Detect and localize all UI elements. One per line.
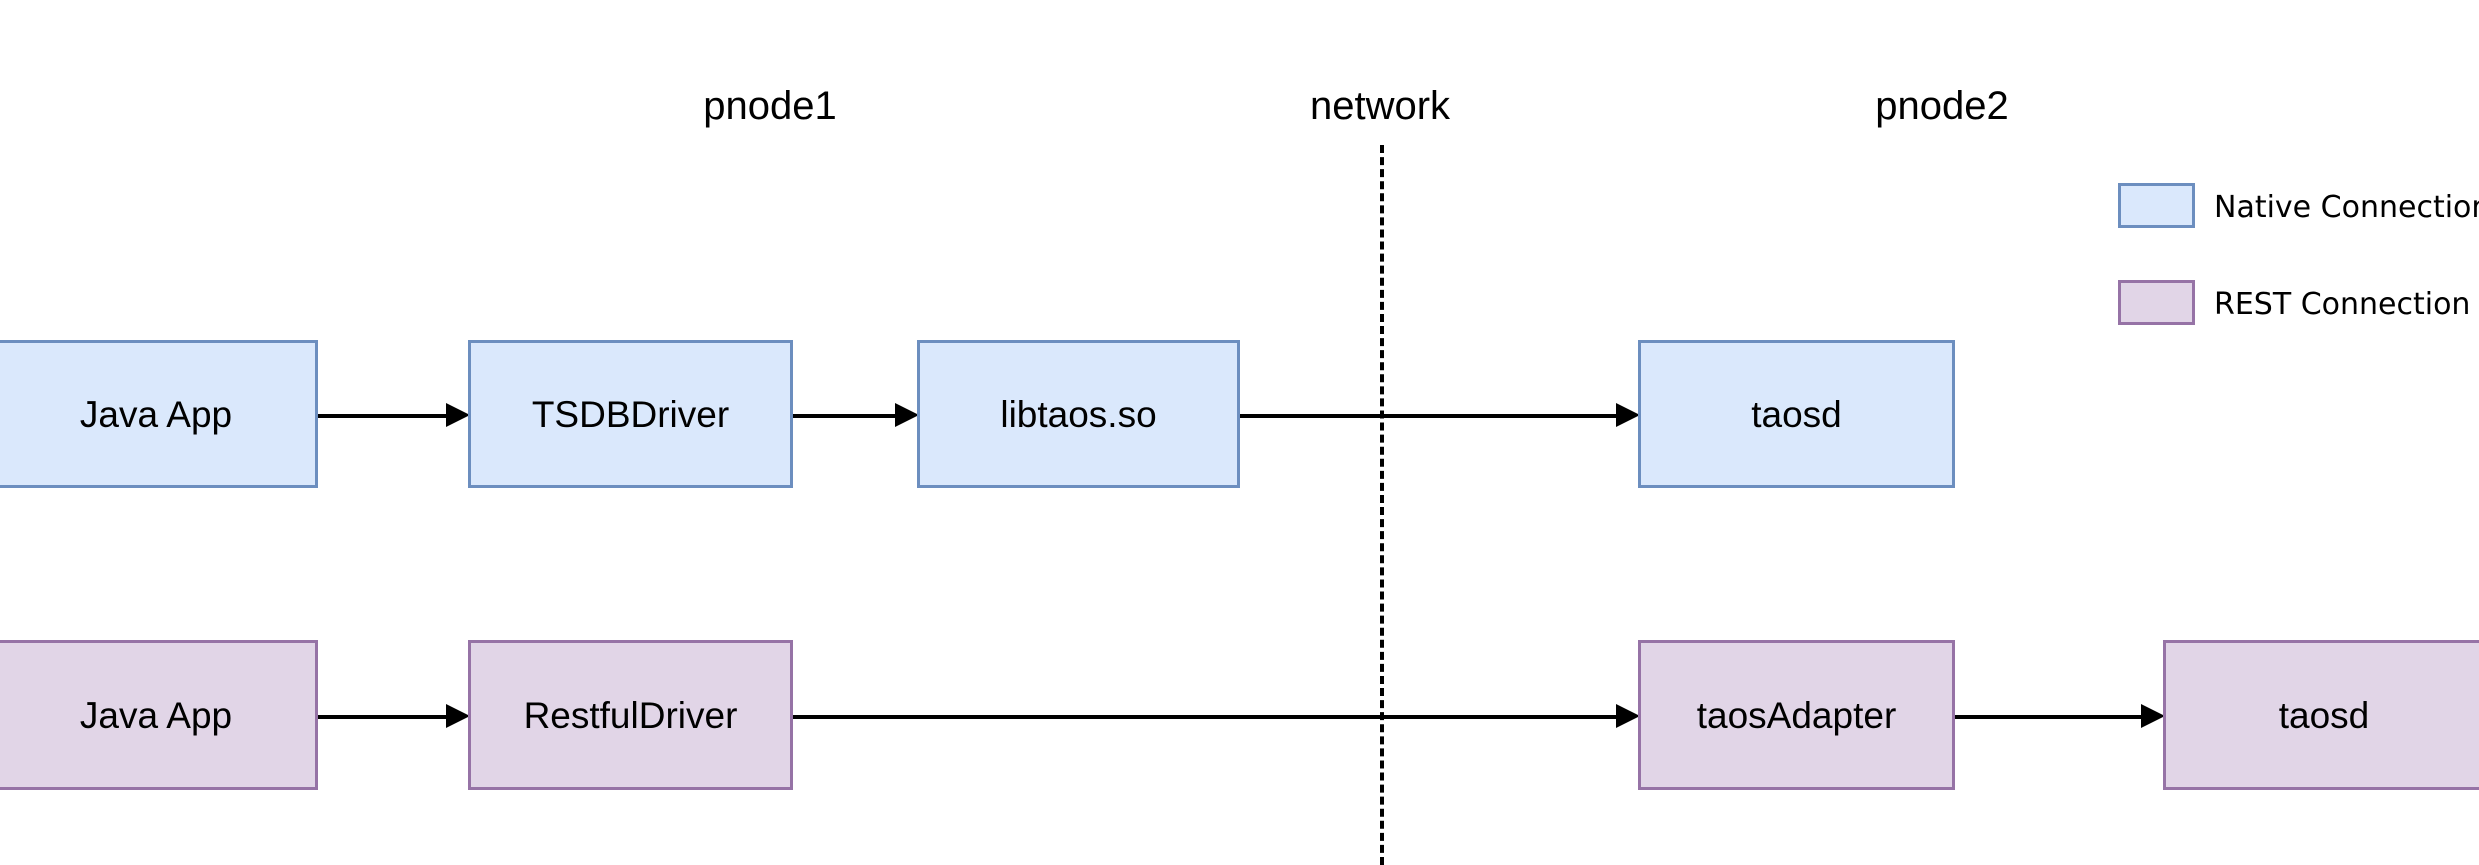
arrowhead-java-to-tsdbdriver <box>446 403 470 427</box>
node-label-taosd-rest: taosd <box>2278 694 2370 736</box>
node-taosd-native[interactable]: taosd <box>1638 340 1955 488</box>
node-label-tsdb-driver: TSDBDriver <box>531 393 730 435</box>
connector-adapter-to-taosd <box>1955 715 2145 719</box>
node-restful-driver[interactable]: RestfulDriver <box>468 640 793 790</box>
arrowhead-java-to-restfuldriver <box>446 704 470 728</box>
zone-label-pnode1: pnode1 <box>703 84 837 128</box>
arrowhead-restfuldriver-to-adapter <box>1616 704 1640 728</box>
network-boundary <box>1380 145 1384 865</box>
node-taos-adapter[interactable]: taosAdapter <box>1638 640 1955 790</box>
node-tsdb-driver[interactable]: TSDBDriver <box>468 340 793 488</box>
legend-label-native-connection: Native Connection <box>2214 190 2479 225</box>
node-java-app-native[interactable]: Java App <box>0 340 318 488</box>
connector-libtaos-to-taosd <box>1240 414 1620 418</box>
node-label-taos-adapter: taosAdapter <box>1696 694 1897 736</box>
node-java-app-rest[interactable]: Java App <box>0 640 318 790</box>
node-label-java-app-rest: Java App <box>79 694 233 736</box>
node-taosd-rest[interactable]: taosd <box>2163 640 2479 790</box>
legend-swatch-native-connection <box>2118 183 2195 228</box>
legend-label-rest-connection: REST Connection <box>2214 287 2471 322</box>
node-label-libtaos-so: libtaos.so <box>1000 393 1157 435</box>
arrowhead-tsdbdriver-to-libtaos <box>895 403 919 427</box>
connector-tsdbdriver-to-libtaos <box>793 414 899 418</box>
connector-restfuldriver-to-adapter <box>793 715 1620 719</box>
connector-java-to-tsdbdriver <box>318 414 450 418</box>
node-libtaos-so[interactable]: libtaos.so <box>917 340 1240 488</box>
connector-java-to-restfuldriver <box>318 715 450 719</box>
arrowhead-libtaos-to-taosd <box>1616 403 1640 427</box>
arrowhead-adapter-to-taosd <box>2141 704 2165 728</box>
node-label-java-app-native: Java App <box>79 393 233 435</box>
legend-swatch-rest-connection <box>2118 280 2195 325</box>
zone-label-pnode2: pnode2 <box>1875 84 2009 128</box>
node-label-restful-driver: RestfulDriver <box>523 694 738 736</box>
zone-label-network: network <box>1309 84 1451 128</box>
node-label-taosd-native: taosd <box>1751 393 1842 435</box>
